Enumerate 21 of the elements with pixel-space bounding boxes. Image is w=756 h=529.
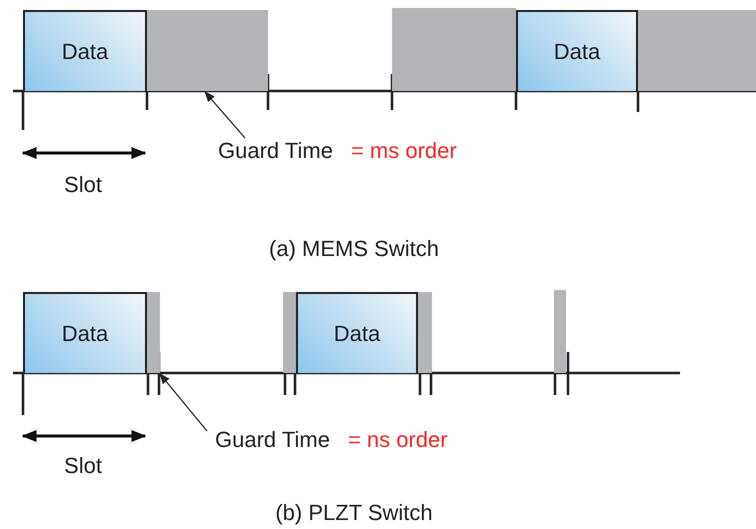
leader-line (159, 373, 208, 432)
guard-time-label: Guard Time (218, 138, 333, 164)
order-note: = ns order (348, 427, 448, 453)
figure-caption: (a) MEMS Switch (269, 236, 439, 262)
figure-caption: (b) PLZT Switch (275, 500, 433, 526)
data-slot-box: Data (23, 10, 147, 91)
guard-time-bar (554, 290, 566, 373)
guard-time-label: Guard Time (215, 427, 330, 453)
data-slot-box: Data (296, 292, 418, 373)
guard-time-bar (418, 292, 432, 373)
guard-time-bar (638, 10, 756, 91)
order-note: = ms order (350, 138, 457, 164)
guard-time-bar (392, 8, 516, 91)
data-slot-box: Data (516, 10, 638, 91)
slot-label: Slot (64, 453, 102, 479)
guard-time-bar (283, 292, 296, 373)
data-slot-box: Data (23, 292, 147, 373)
slot-label: Slot (64, 172, 102, 198)
guard-time-bar (147, 10, 268, 91)
leader-line (204, 91, 246, 138)
guard-time-bar (147, 292, 160, 373)
